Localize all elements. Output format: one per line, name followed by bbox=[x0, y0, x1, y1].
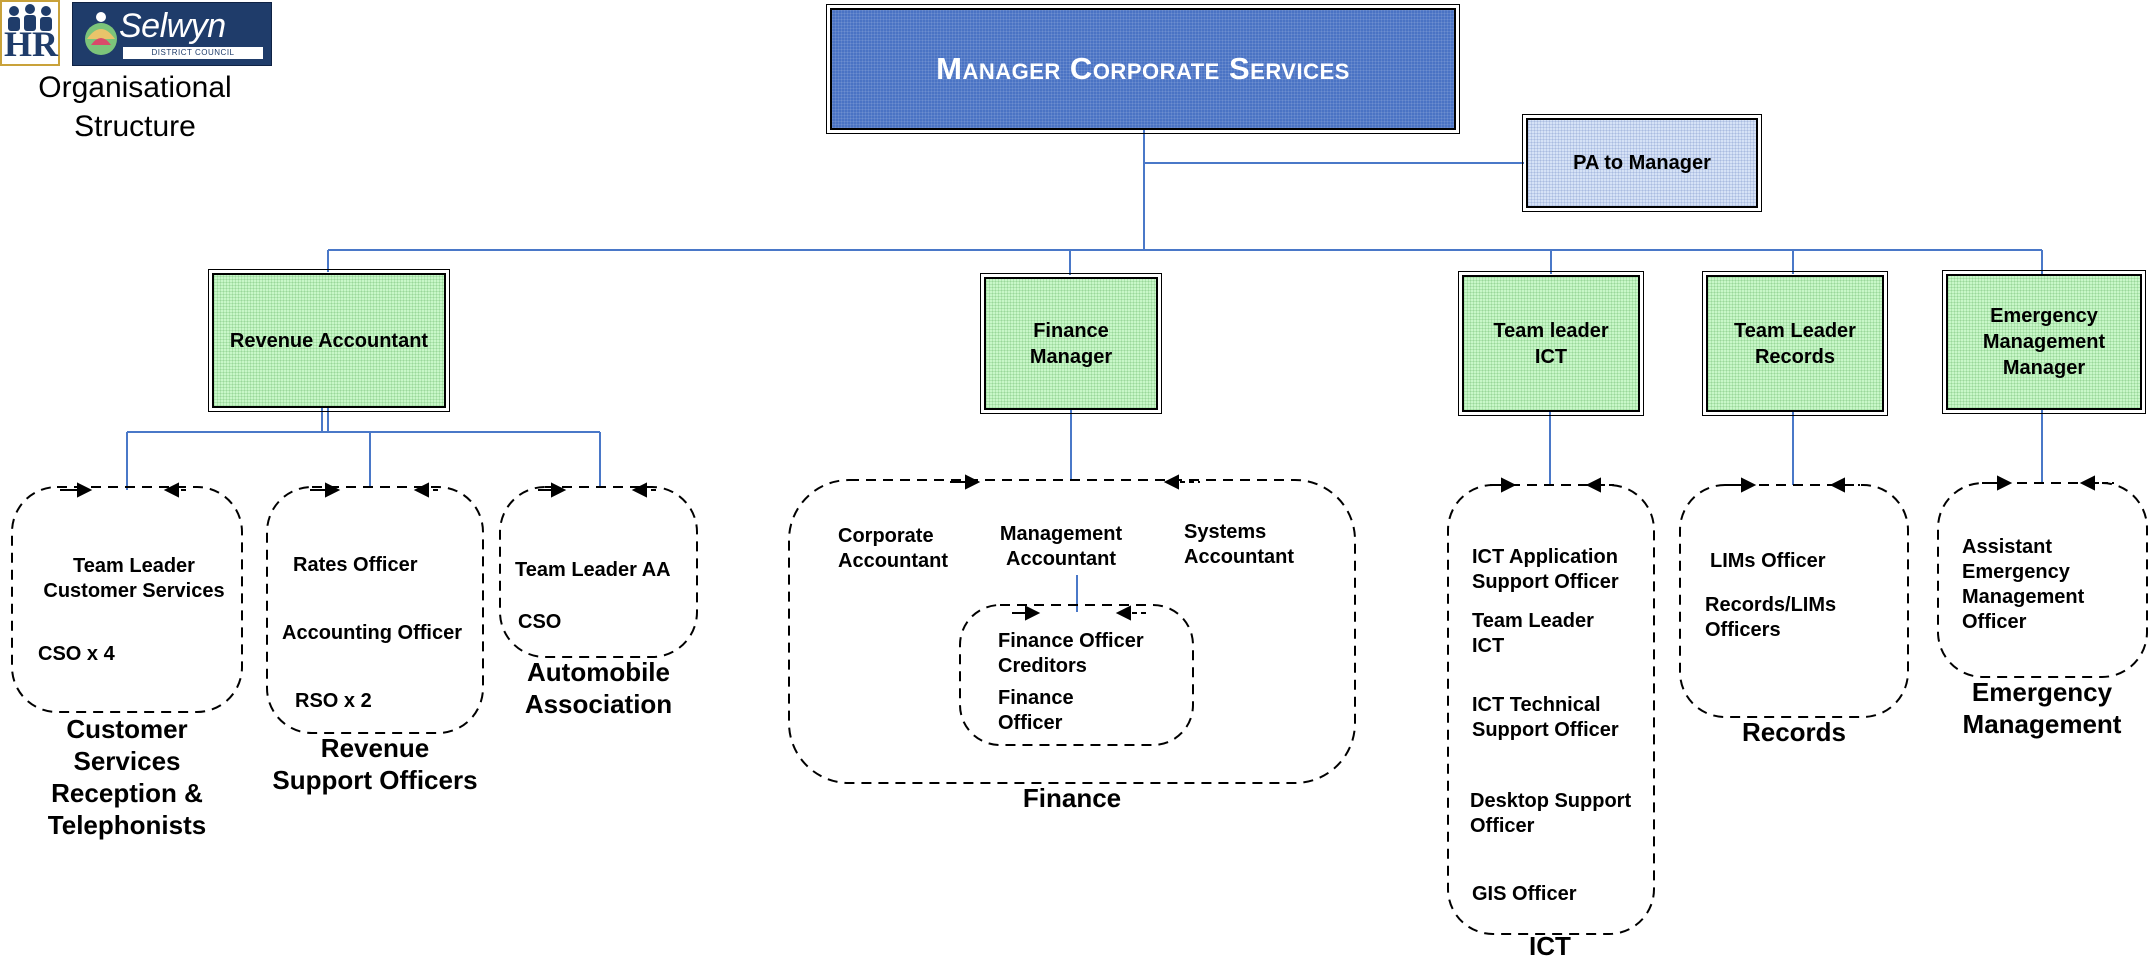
page-title: Organisational Structure bbox=[38, 71, 232, 143]
council-subtitle: DISTRICT COUNCIL bbox=[123, 47, 263, 59]
arrow-left-icon bbox=[1115, 605, 1131, 621]
arrow-right-icon bbox=[77, 482, 93, 498]
team-leader-ict-box[interactable]: Team leader ICT bbox=[1458, 271, 1644, 416]
group-label-ict: ICT bbox=[1529, 931, 1571, 961]
manager-corporate-services-label: Manager Corporate Services bbox=[936, 51, 1350, 86]
role-assistant-emergency-management-officer: Assistant Emergency Management Officer bbox=[1962, 536, 2085, 633]
arrow-left-icon bbox=[413, 482, 429, 498]
finance-manager-label: Finance Manager bbox=[1029, 319, 1113, 368]
group-outline-automobile bbox=[499, 486, 698, 658]
hr-people-icon bbox=[8, 4, 52, 31]
group-outline-finance-sub bbox=[959, 604, 1194, 746]
revenue-accountant-label: Revenue Accountant bbox=[229, 329, 429, 352]
role-records-lims-officers: Records/LIMs Officers bbox=[1705, 594, 1837, 641]
group-outline-records bbox=[1679, 484, 1909, 718]
council-name: Selwyn bbox=[119, 7, 226, 45]
arrow-right-icon bbox=[1025, 605, 1041, 621]
emergency-management-manager-box[interactable]: Emergency Management Manager bbox=[1942, 270, 2146, 414]
group-label-finance: Finance bbox=[1022, 783, 1122, 813]
group-outline-emergency bbox=[1937, 482, 2148, 678]
role-ict-application-support-officer: ICT Application Support Officer bbox=[1472, 546, 1619, 593]
role-systems-accountant: Systems Accountant bbox=[1184, 521, 1294, 568]
arrow-left-icon bbox=[163, 482, 179, 498]
team-leader-records-label: Team Leader Records bbox=[1734, 319, 1856, 368]
group-outline-customer bbox=[11, 486, 243, 713]
group-outline-revenue-support bbox=[266, 486, 484, 734]
role-corporate-accountant: Corporate Accountant bbox=[838, 525, 948, 572]
group-label-records: Records bbox=[1741, 717, 1847, 747]
group-label-revenue-support: Revenue Support Officers bbox=[272, 733, 478, 795]
role-team-leader-customer-services: Team Leader Customer Services bbox=[43, 555, 225, 602]
group-label-emergency-management: Emergency Management bbox=[1962, 677, 2122, 739]
hr-logo-text: HR bbox=[4, 24, 58, 64]
emergency-management-manager-label: Emergency Management Manager bbox=[1982, 305, 2106, 379]
arrow-right-icon bbox=[1501, 477, 1517, 493]
role-management-accountant: Management Accountant bbox=[999, 523, 1123, 570]
group-outline-finance bbox=[788, 479, 1356, 784]
team-leader-ict-label: Team leader ICT bbox=[1493, 319, 1609, 368]
role-team-leader-ict: Team Leader ICT bbox=[1472, 610, 1594, 657]
role-finance-officer-creditors: Finance Officer Creditors bbox=[998, 630, 1144, 677]
role-rso-x2: RSO x 2 bbox=[295, 690, 372, 712]
role-cso: CSO bbox=[518, 611, 562, 633]
finance-manager-box[interactable]: Finance Manager bbox=[980, 273, 1162, 414]
arrow-right-icon bbox=[551, 482, 567, 498]
arrow-left-icon bbox=[1829, 477, 1845, 493]
role-ict-technical-support-officer: ICT Technical Support Officer bbox=[1472, 694, 1619, 741]
arrow-left-icon bbox=[631, 482, 647, 498]
role-team-leader-aa: Team Leader AA bbox=[515, 559, 671, 581]
arrow-left-icon bbox=[1585, 477, 1601, 493]
role-accounting-officer: Accounting Officer bbox=[282, 622, 463, 644]
arrow-right-icon bbox=[965, 474, 981, 490]
manager-corporate-services-box[interactable]: Manager Corporate Services bbox=[826, 4, 1460, 134]
arrow-left-icon bbox=[2079, 475, 2095, 491]
role-finance-officer: Finance Officer bbox=[998, 687, 1074, 734]
revenue-accountant-box[interactable]: Revenue Accountant bbox=[208, 269, 450, 412]
hr-logo: HR bbox=[0, 0, 60, 66]
group-outline-ict bbox=[1447, 484, 1655, 935]
arrow-right-icon bbox=[1741, 477, 1757, 493]
group-label-automobile-association: Automobile Association bbox=[524, 657, 673, 719]
role-gis-officer: GIS Officer bbox=[1472, 883, 1577, 905]
role-desktop-support-officer: Desktop Support Officer bbox=[1470, 790, 1632, 837]
council-emblem-icon bbox=[85, 12, 117, 55]
arrow-right-icon bbox=[325, 482, 341, 498]
council-logo: Selwyn DISTRICT COUNCIL bbox=[72, 2, 272, 66]
pa-to-manager-box[interactable]: PA to Manager bbox=[1522, 114, 1762, 212]
role-rates-officer: Rates Officer bbox=[293, 554, 418, 576]
arrow-right-icon bbox=[1997, 475, 2013, 491]
arrow-left-icon bbox=[1163, 474, 1179, 490]
role-lims-officer: LIMs Officer bbox=[1710, 550, 1826, 572]
role-cso-x4: CSO x 4 bbox=[38, 643, 115, 665]
team-leader-records-box[interactable]: Team Leader Records bbox=[1702, 271, 1888, 416]
pa-to-manager-label: PA to Manager bbox=[1573, 152, 1711, 174]
group-label-customer-services: Customer Services Reception & Telephonis… bbox=[47, 714, 207, 840]
